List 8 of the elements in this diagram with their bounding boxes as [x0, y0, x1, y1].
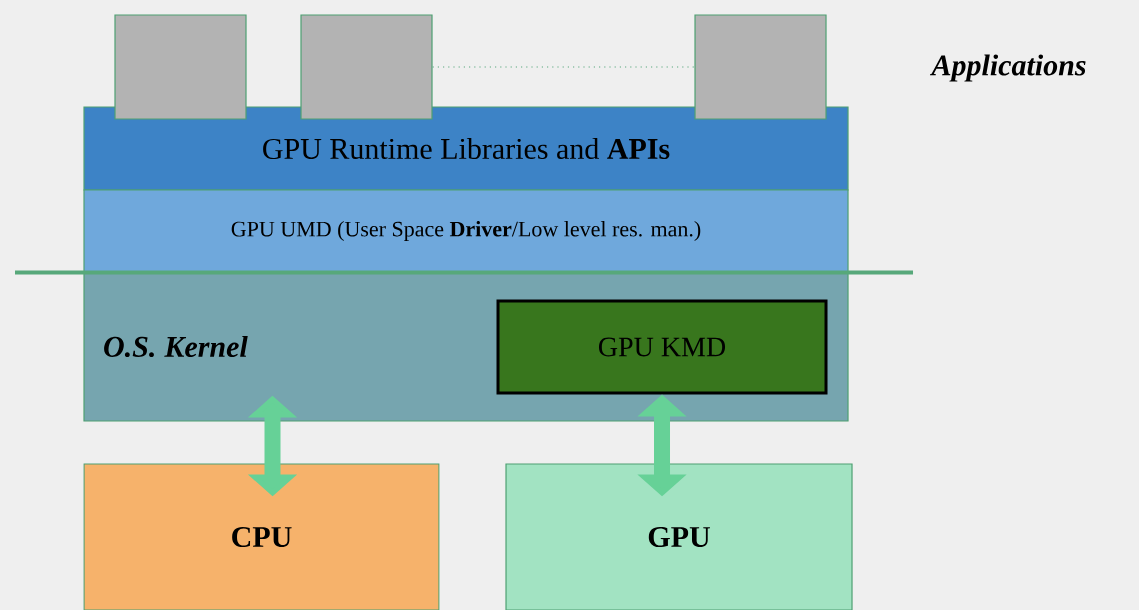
kernel-driver-box: GPU KMD — [496, 299, 828, 395]
user-driver-layer: GPU UMD (User Space Driver/Low level res. man.) — [83, 189, 849, 273]
gpu-box: GPU — [505, 463, 853, 610]
cpu-box: CPU — [83, 463, 440, 610]
layer-caption: Applications — [929, 54, 1086, 82]
application-box — [694, 14, 827, 120]
application-box — [300, 14, 433, 120]
application-box — [114, 14, 247, 120]
